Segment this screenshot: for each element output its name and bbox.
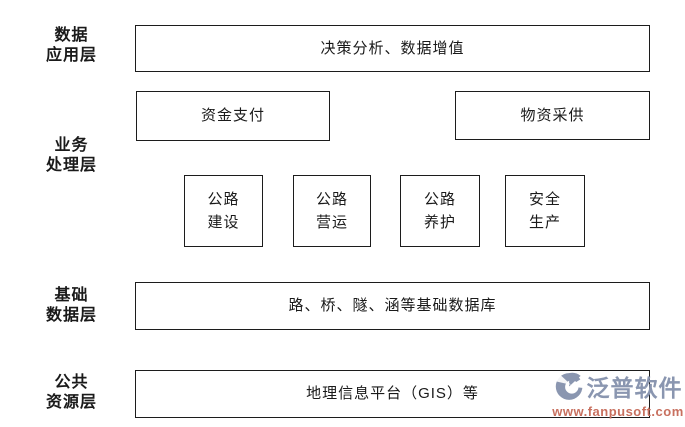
fanpu-swoosh-icon: [554, 372, 586, 406]
layer-label-data-application: 数据 应用层: [45, 27, 97, 64]
box-decision-analysis: 决策分析、数据增值: [135, 25, 650, 72]
vendor-watermark: 泛普软件 www.fanpusoft.com: [551, 372, 685, 419]
box-base-database: 路、桥、隧、涵等基础数据库: [135, 282, 650, 330]
box-highway-operation: 公路 营运: [293, 175, 371, 247]
layer-label-business-process: 业务 处理层: [45, 137, 97, 174]
box-highway-maintenance: 公路 养护: [400, 175, 480, 247]
box-fund-payment: 资金支付: [136, 91, 330, 141]
watermark-url-text: www.fanpusoft.com: [552, 404, 684, 419]
watermark-brand-text: 泛普软件: [586, 375, 683, 402]
layer-label-base-data: 基础 数据层: [45, 287, 97, 324]
box-highway-construction: 公路 建设: [184, 175, 263, 247]
box-material-procurement: 物资采供: [455, 91, 650, 140]
box-safe-production: 安全 生产: [505, 175, 585, 247]
layer-label-public-resource: 公共 资源层: [45, 374, 97, 411]
